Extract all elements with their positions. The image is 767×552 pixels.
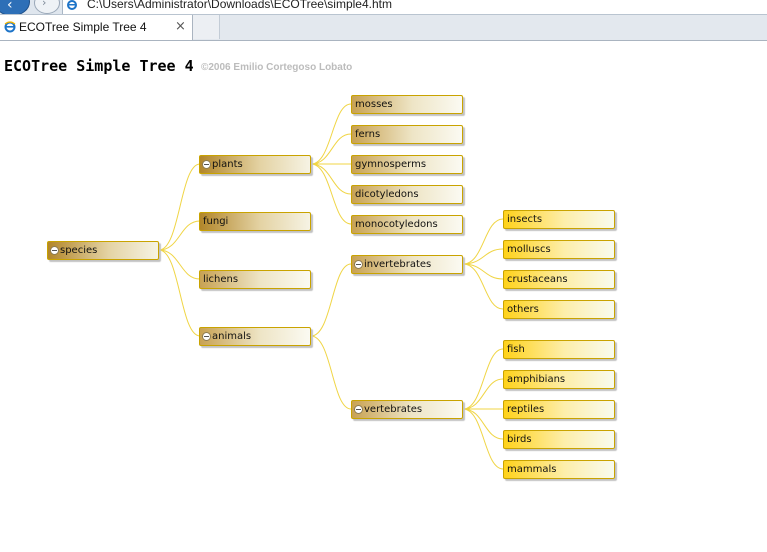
connector-plants-ferns: [310, 133, 352, 165]
connector-animals-vertebrates: [310, 335, 352, 410]
node-label: monocotyledons: [355, 219, 438, 230]
back-arrow-icon: ‹: [7, 0, 13, 13]
node-label: reptiles: [507, 404, 545, 415]
forward-arrow-icon: ›: [42, 0, 47, 9]
close-icon[interactable]: ×: [175, 19, 186, 34]
node-label: fungi: [203, 216, 229, 227]
tree-node-ferns[interactable]: ferns: [351, 125, 463, 144]
tree-node-insects[interactable]: insects: [503, 210, 615, 229]
connector-species-animals: [158, 249, 201, 337]
tree-node-reptiles[interactable]: reptiles: [503, 400, 615, 419]
address-text: C:\Users\Administrator\Downloads\ECOTree…: [87, 0, 392, 11]
tree-node-gymnosperms[interactable]: gymnosperms: [351, 155, 463, 174]
tree-node-species[interactable]: species: [47, 241, 159, 260]
connector-species-lichens: [158, 249, 201, 280]
node-label: animals: [212, 331, 252, 342]
node-label: insects: [507, 214, 543, 225]
connector-species-plants: [158, 163, 201, 251]
node-label: invertebrates: [364, 259, 432, 270]
connector-plants-monocotyledons: [310, 163, 352, 225]
page-title: ECOTree Simple Tree 4: [4, 57, 194, 75]
collapse-icon[interactable]: [202, 332, 211, 341]
tree-node-crustaceans[interactable]: crustaceans: [503, 270, 615, 289]
connector-vertebrates-amphibians: [462, 378, 504, 410]
node-label: amphibians: [507, 374, 566, 385]
tree-node-others[interactable]: others: [503, 300, 615, 319]
tree-node-mosses[interactable]: mosses: [351, 95, 463, 114]
tree-node-monocotyledons[interactable]: monocotyledons: [351, 215, 463, 234]
browser-toolbar: ‹ › C:\Users\Administrator\Downloads\ECO…: [0, 0, 767, 15]
address-bar[interactable]: C:\Users\Administrator\Downloads\ECOTree…: [62, 0, 767, 14]
tree-node-plants[interactable]: plants: [199, 155, 311, 174]
tab-title: ECOTree Simple Tree 4: [19, 20, 147, 34]
connector-vertebrates-mammals: [462, 408, 504, 470]
node-label: molluscs: [507, 244, 551, 255]
tab-active[interactable]: ECOTree Simple Tree 4 ×: [0, 15, 193, 40]
tree-node-invertebrates[interactable]: invertebrates: [351, 255, 463, 274]
ie-icon: [4, 21, 16, 33]
tree-node-fungi[interactable]: fungi: [199, 212, 311, 231]
node-label: birds: [507, 434, 532, 445]
tab-strip: ECOTree Simple Tree 4 ×: [0, 15, 767, 41]
tree-node-dicotyledons[interactable]: dicotyledons: [351, 185, 463, 204]
tree-node-mammals[interactable]: mammals: [503, 460, 615, 479]
ie-icon: [67, 0, 77, 10]
node-label: others: [507, 304, 539, 315]
tree-node-animals[interactable]: animals: [199, 327, 311, 346]
node-label: mosses: [355, 99, 393, 110]
connector-plants-dicotyledons: [310, 163, 352, 195]
tree-node-amphibians[interactable]: amphibians: [503, 370, 615, 389]
node-label: vertebrates: [364, 404, 423, 415]
tree-node-molluscs[interactable]: molluscs: [503, 240, 615, 259]
collapse-icon[interactable]: [50, 246, 59, 255]
connector-plants-mosses: [310, 103, 352, 165]
connector-invertebrates-crustaceans: [462, 263, 504, 280]
collapse-icon[interactable]: [354, 405, 363, 414]
tree-node-vertebrates[interactable]: vertebrates: [351, 400, 463, 419]
connector-invertebrates-insects: [462, 218, 504, 265]
node-label: fish: [507, 344, 525, 355]
new-tab-button[interactable]: [193, 15, 220, 39]
node-label: plants: [212, 159, 243, 170]
node-label: mammals: [507, 464, 557, 475]
node-label: gymnosperms: [355, 159, 427, 170]
node-label: dicotyledons: [355, 189, 419, 200]
tree-node-lichens[interactable]: lichens: [199, 270, 311, 289]
connector-animals-invertebrates: [310, 263, 352, 337]
tree-node-fish[interactable]: fish: [503, 340, 615, 359]
collapse-icon[interactable]: [202, 160, 211, 169]
connector-invertebrates-others: [462, 263, 504, 310]
collapse-icon[interactable]: [354, 260, 363, 269]
connector-species-fungi: [158, 220, 201, 251]
node-label: ferns: [355, 129, 381, 140]
node-label: crustaceans: [507, 274, 568, 285]
connector-invertebrates-molluscs: [462, 248, 504, 265]
page-credit: ©2006 Emilio Cortegoso Lobato: [201, 62, 353, 73]
connector-vertebrates-birds: [462, 408, 504, 440]
connector-vertebrates-fish: [462, 348, 504, 410]
tree-node-birds[interactable]: birds: [503, 430, 615, 449]
node-label: species: [60, 245, 98, 256]
node-label: lichens: [203, 274, 239, 285]
